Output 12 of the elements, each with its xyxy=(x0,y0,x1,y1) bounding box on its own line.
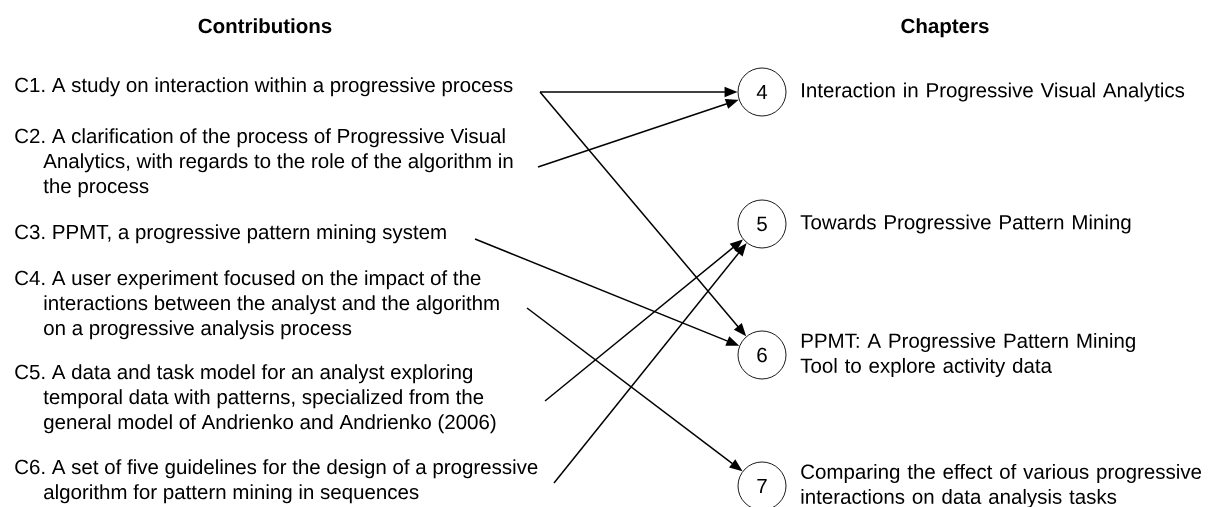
chapter-title: PPMT: A Progressive Pattern Mining Tool to explore activity data xyxy=(800,332,1135,378)
contribution-text: C1. A study on interaction within a progressive process xyxy=(15,77,513,97)
contribution-text: C5. A data and task model for an analyst exploring temporal data with patterns, specialized from the general model of Andrienko and Andrienko (2006) xyxy=(15,364,496,434)
chapter-title: Interaction in Progressive Visual Analytics xyxy=(802,82,1185,102)
contribution-text: C4. A user experiment focused on the impact of the interactions between the analyst and the algorithm on a progressive analysis process xyxy=(15,270,499,340)
contribution-text: C3. PPMT, a progressive pattern mining system xyxy=(15,224,446,244)
column-heading: Contributions xyxy=(198,18,332,34)
chapter-title: Towards Progressive Pattern Mining xyxy=(800,214,1131,234)
column-heading: Chapters xyxy=(901,18,989,38)
arrow xyxy=(553,243,747,484)
contribution-text: C6. A set of five guidelines for the design of a progressive algorithm for pattern mining in sequences xyxy=(15,459,538,504)
contribution-text: C2. A clarification of the process of Progressive Visual Analytics, with regards to the role of the algorithm in the process xyxy=(15,128,513,198)
